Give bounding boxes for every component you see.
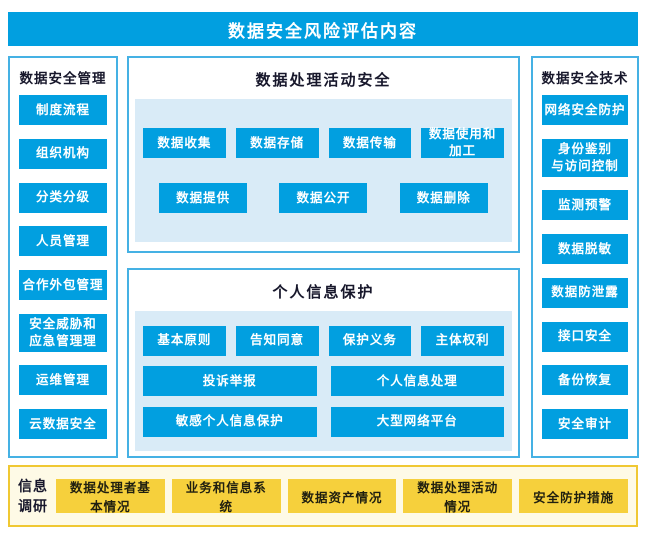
info-survey-item-list: 数据处理者基本情况业务和信息系统数据资产情况数据处理活动情况安全防护措施 xyxy=(56,479,628,514)
processing-item: 数据提供 xyxy=(159,183,248,213)
processing-activity-inner: 数据收集数据存储数据传输数据使用和加工 数据提供 数据公开 数据删除 xyxy=(135,99,512,242)
technology-item: 接口安全 xyxy=(542,321,628,352)
panel-data-processing-activity-security: 数据处理活动安全 数据收集数据存储数据传输数据使用和加工 数据提供 数据公开 数据删… xyxy=(127,56,520,253)
management-item: 制度流程 xyxy=(19,95,107,125)
personal-info-item: 基本原则 xyxy=(143,325,226,356)
panel-data-security-technology: 数据安全技术 网络安全防护身份鉴别 与访问控制监测预警数据脱敏数据防泄露接口安全… xyxy=(531,56,639,458)
management-item: 云数据安全 xyxy=(19,409,107,439)
management-item: 人员管理 xyxy=(19,226,107,257)
personal-info-item: 个人信息处理 xyxy=(330,366,504,396)
processing-item: 数据传输 xyxy=(328,128,412,158)
personal-info-item: 投诉举报 xyxy=(143,366,317,396)
personal-info-item: 大型网络平台 xyxy=(330,406,504,437)
panel-title-technology: 数据安全技术 xyxy=(541,71,629,86)
header-banner: 数据安全风险评估内容 xyxy=(8,12,638,46)
panel-personal-info-protection: 个人信息保护 基本原则告知同意保护义务主体权利 投诉举报个人信息处理 敏感个人信… xyxy=(127,268,520,458)
management-item: 运维管理 xyxy=(19,365,107,396)
processing-item: 数据使用和加工 xyxy=(421,127,504,158)
technology-item: 身份鉴别 与访问控制 xyxy=(542,138,628,177)
personal-info-item: 告知同意 xyxy=(235,325,319,356)
management-item-list: 制度流程组织机构分类分级人员管理合作外包管理安全威胁和 应急管理理运维管理云数据… xyxy=(10,91,116,449)
processing-item: 数据公开 xyxy=(279,183,368,213)
personal-info-item: 敏感个人信息保护 xyxy=(143,406,317,437)
panel-title-management: 数据安全管理 xyxy=(19,71,107,86)
management-item: 合作外包管理 xyxy=(19,270,107,300)
info-survey-item: 数据处理活动情况 xyxy=(403,479,513,514)
personal-info-item: 保护义务 xyxy=(328,325,412,356)
processing-item: 数据收集 xyxy=(143,128,226,158)
personal-info-item: 主体权利 xyxy=(421,325,504,356)
processing-item: 数据存储 xyxy=(235,128,319,158)
panel-title-personal-info: 个人信息保护 xyxy=(272,284,375,301)
info-survey-item: 数据处理者基本情况 xyxy=(56,479,165,514)
processing-row-2: 数据提供 数据公开 数据删除 xyxy=(143,183,504,213)
technology-item-list: 网络安全防护身份鉴别 与访问控制监测预警数据脱敏数据防泄露接口安全备份恢复安全审… xyxy=(533,91,637,449)
info-survey-item: 数据资产情况 xyxy=(287,479,397,513)
personal-info-row-2: 投诉举报个人信息处理 xyxy=(143,366,504,396)
management-item: 组织机构 xyxy=(19,138,107,169)
processing-row-1: 数据收集数据存储数据传输数据使用和加工 xyxy=(143,127,504,158)
panel-title-processing-activity: 数据处理活动安全 xyxy=(255,72,392,89)
technology-item: 安全审计 xyxy=(542,409,628,439)
info-survey-label: 信息 调研 xyxy=(18,477,48,514)
technology-item: 数据防泄露 xyxy=(542,277,628,308)
panel-data-security-management: 数据安全管理 制度流程组织机构分类分级人员管理合作外包管理安全威胁和 应急管理理… xyxy=(8,56,118,458)
info-survey-strip: 信息 调研 数据处理者基本情况业务和信息系统数据资产情况数据处理活动情况安全防护… xyxy=(8,465,638,527)
technology-item: 网络安全防护 xyxy=(542,95,628,125)
management-item: 安全威胁和 应急管理理 xyxy=(19,313,107,352)
info-survey-item: 安全防护措施 xyxy=(519,479,628,513)
management-item: 分类分级 xyxy=(19,182,107,213)
personal-info-row-1: 基本原则告知同意保护义务主体权利 xyxy=(143,325,504,356)
processing-item: 数据删除 xyxy=(399,183,488,213)
technology-item: 监测预警 xyxy=(542,190,628,221)
technology-item: 数据脱敏 xyxy=(542,234,628,264)
technology-item: 备份恢复 xyxy=(542,365,628,396)
page-title: 数据安全风险评估内容 xyxy=(228,21,418,41)
info-survey-item: 业务和信息系统 xyxy=(171,479,281,514)
personal-info-inner: 基本原则告知同意保护义务主体权利 投诉举报个人信息处理 敏感个人信息保护大型网络… xyxy=(135,311,512,451)
personal-info-row-3: 敏感个人信息保护大型网络平台 xyxy=(143,406,504,437)
